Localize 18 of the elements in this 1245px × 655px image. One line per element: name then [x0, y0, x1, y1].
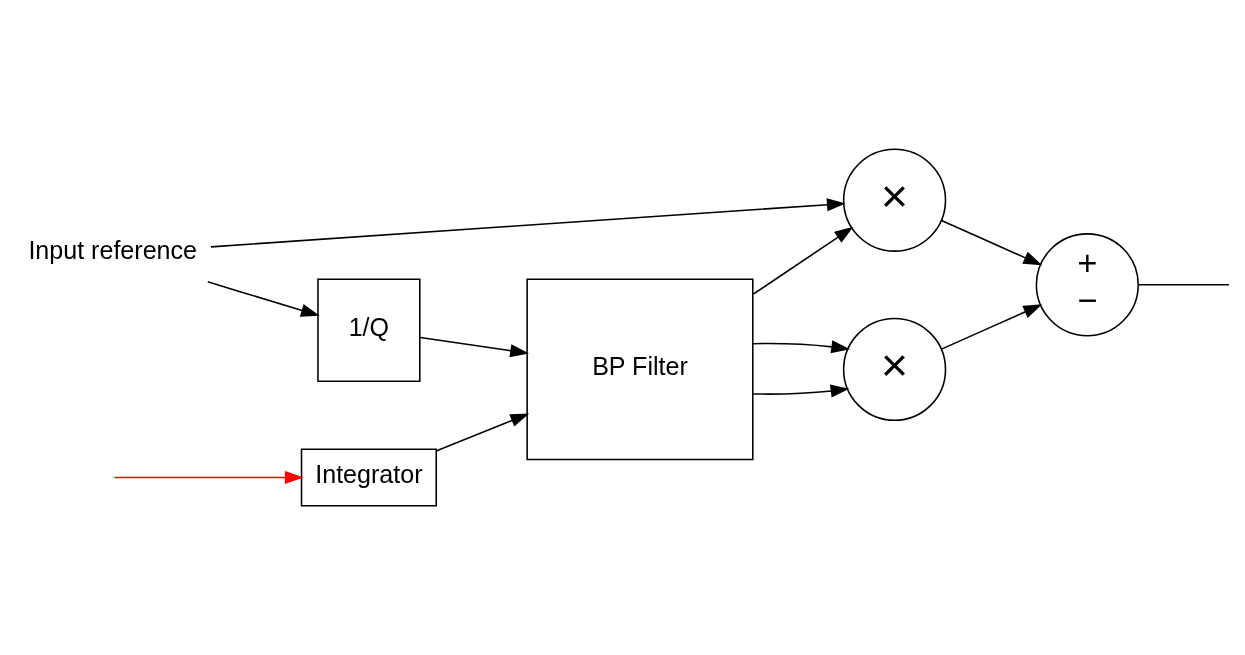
arrow [940, 304, 1043, 350]
arrow [207, 281, 320, 317]
arrow [752, 226, 854, 295]
arrow [752, 340, 851, 354]
node-text: Input reference [28, 236, 197, 265]
arrow [113, 470, 304, 485]
node-circle: × [842, 148, 947, 252]
connector [1137, 284, 1230, 286]
node-circle: + − [1035, 233, 1139, 337]
node-circle: × [842, 317, 947, 422]
arrow [435, 413, 530, 452]
node-box: 1/Q [317, 278, 421, 382]
arrow [419, 336, 530, 358]
arrow [940, 219, 1043, 266]
node-box: BP Filter [526, 278, 754, 461]
arrow [210, 198, 846, 248]
arrow [752, 384, 850, 398]
node-box: Integrator [300, 448, 438, 507]
